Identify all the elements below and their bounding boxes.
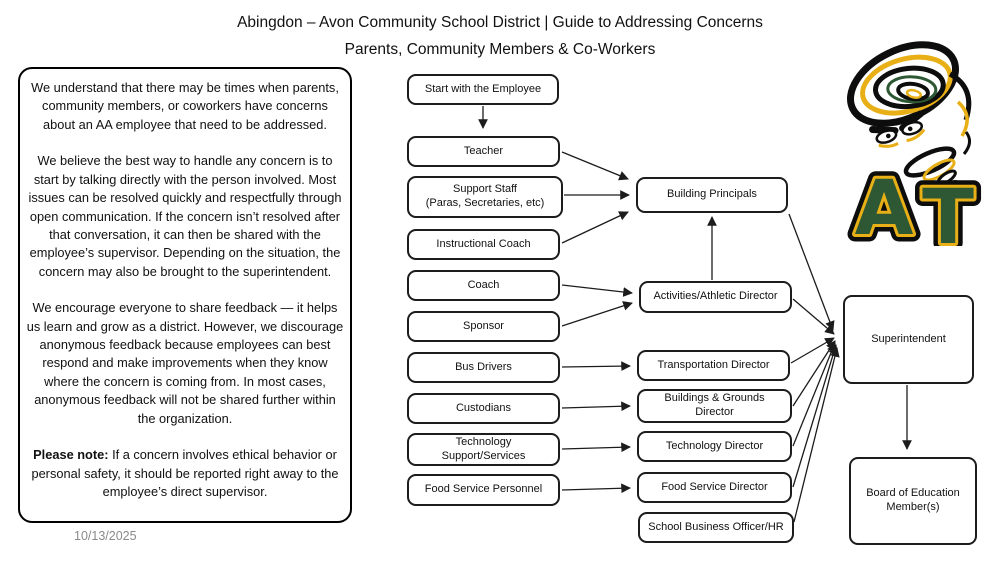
tornado-mascot-logo: A A T T — [847, 41, 982, 247]
node-label: Activities/Athletic Director — [653, 290, 778, 303]
connector-fooddirector-superintendent — [792, 344, 839, 488]
flow-node-custodians: Custodians — [407, 393, 560, 424]
flow-node-superintendent: Superintendent — [843, 295, 974, 384]
info-paragraph-2: We believe the best way to handle any co… — [28, 153, 342, 279]
flow-node-sponsor: Sponsor — [407, 311, 560, 342]
note-label: Please note: — [33, 447, 109, 463]
flow-node-instructional-coach: Instructional Coach — [407, 229, 560, 260]
connector-techsupport-techdirector — [561, 442, 631, 453]
flow-node-activities-athletic-director: Activities/Athletic Director — [639, 281, 792, 313]
node-label: Instructional Coach — [436, 237, 531, 250]
flow-node-building-principals: Building Principals — [636, 177, 788, 213]
node-label: Member(s) — [886, 501, 940, 513]
title-line2: Parents, Community Members & Co-Workers — [344, 41, 656, 58]
node-label: Start with the Employee — [424, 82, 542, 95]
connector-techdirector-superintendent — [792, 342, 837, 447]
logo-letter-t-outline: T — [922, 172, 974, 246]
node-label: School Business Officer/HR — [648, 520, 784, 533]
node-label: (Paras, Secretaries, etc) — [425, 197, 545, 209]
connector-principals-superintendent — [788, 213, 835, 331]
tornado-funnel-icon — [903, 146, 959, 188]
connector-businessofficer-superintendent — [793, 347, 840, 523]
node-label: Support Staff — [452, 183, 517, 196]
flow-node-start-with-employee: Start with the Employee — [407, 74, 559, 105]
flow-node-coach: Coach — [407, 270, 560, 301]
connector-grounds-superintendent — [792, 340, 836, 407]
note-text: If a concern involves ethical behavior o… — [31, 447, 339, 500]
connector-teacher-principals — [561, 151, 629, 181]
node-label: Coach — [467, 278, 500, 291]
logo-letters: A A T T — [847, 156, 981, 247]
connector-transportation-superintendent — [790, 337, 835, 364]
node-label: Technology Director — [665, 439, 764, 452]
flow-node-food-service-director: Food Service Director — [637, 472, 792, 503]
flow-node-school-business-officer: School Business Officer/HR — [638, 512, 794, 543]
node-label: Food Service Personnel — [424, 483, 543, 496]
node-label: Transportation Director — [657, 358, 770, 371]
node-label: Building Principals — [667, 188, 757, 201]
node-label: Teacher — [463, 144, 504, 157]
flow-node-technology-director: Technology Director — [637, 431, 792, 462]
date-stamp: 10/13/2025 — [74, 529, 137, 543]
connector-coach-athleticdirector — [561, 284, 633, 297]
logo-letter-a-outline: A — [855, 163, 914, 246]
node-label: Director — [695, 406, 734, 418]
info-panel: We understand that there may be times wh… — [18, 67, 352, 523]
connector-instructionalcoach-principals — [561, 211, 629, 244]
flow-node-support-staff: Support Staff(Paras, Secretaries, etc) — [407, 176, 563, 218]
tornado-debris-icon — [948, 71, 972, 155]
title-line1: Abingdon – Avon Community School Distric… — [237, 14, 763, 31]
node-label: Bus Drivers — [455, 360, 512, 373]
logo-letter-a: A — [855, 163, 914, 246]
flow-node-transportation-director: Transportation Director — [637, 350, 790, 381]
connector-custodians-grounds — [561, 401, 631, 412]
node-label: Board of Education — [866, 487, 960, 500]
info-paragraph-1: We understand that there may be times wh… — [31, 80, 339, 132]
node-label: Technology — [455, 435, 512, 448]
info-paragraph-3: We encourage everyone to share feedback … — [26, 300, 344, 426]
node-label: Custodians — [455, 401, 512, 414]
node-label: Support/Services — [441, 449, 526, 462]
flow-node-teacher: Teacher — [407, 136, 560, 167]
node-label: Sponsor — [463, 319, 504, 332]
info-note: Please note: If a concern involves ethic… — [26, 446, 344, 501]
page-title: Abingdon – Avon Community School Distric… — [0, 9, 1000, 63]
connector-athleticdirector-superintendent — [792, 298, 835, 335]
node-label: Superintendent — [871, 332, 946, 345]
connector-sponsor-athleticdirector — [561, 301, 633, 327]
connector-busdrivers-transportation — [561, 361, 631, 372]
logo-letter-t: T — [922, 172, 974, 246]
node-label: Food Service Director — [661, 480, 768, 493]
flow-node-bus-drivers: Bus Drivers — [407, 352, 560, 383]
tornado-eyes-icon — [869, 110, 926, 148]
flow-node-food-service-personnel: Food Service Personnel — [407, 474, 560, 506]
connector-foodpersonnel-fooddirector — [561, 483, 631, 494]
node-label: Buildings & Grounds — [664, 392, 765, 405]
